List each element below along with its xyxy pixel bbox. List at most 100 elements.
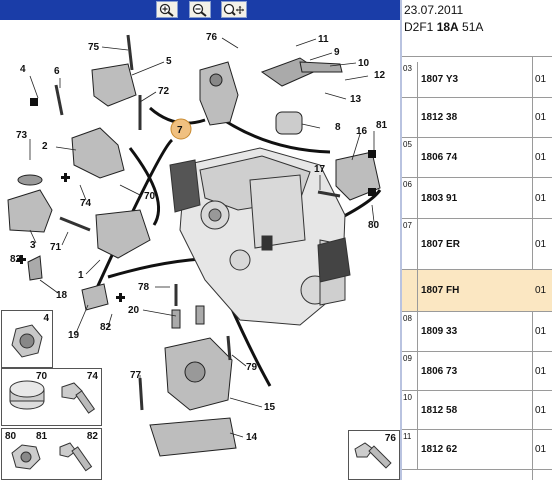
callout: 82 <box>100 322 112 333</box>
nut-bolt-icon <box>11 442 93 472</box>
zoom-pan-icon <box>223 3 244 16</box>
callout: 8 <box>335 122 341 133</box>
row-section-number: 09 <box>402 352 418 390</box>
callout: 81 <box>376 120 388 131</box>
flange-bolt-icon <box>354 442 392 469</box>
row-quantity: 01 <box>535 326 547 337</box>
left-mount-group <box>7 34 151 311</box>
detail-box-nut-bolt[interactable]: 80 81 82 <box>1 428 102 480</box>
code-prefix: D2F1 <box>404 20 434 34</box>
row-quantity: 01 <box>535 112 547 123</box>
row-section-number: 10 <box>402 391 418 429</box>
washer-bolt-icon <box>9 380 96 414</box>
callout: 13 <box>350 94 362 105</box>
row-quantity: 01 <box>535 285 547 296</box>
callout-labels: 75 76 11 9 10 12 13 4 6 5 72 7 8 16 81 7… <box>10 32 388 443</box>
detail-box-bolt[interactable]: 76 <box>348 430 400 480</box>
row-part-reference[interactable]: 1812 62 <box>421 444 458 455</box>
exploded-parts-diagram: 75 76 11 9 10 12 13 4 6 5 72 7 8 16 81 7… <box>0 20 400 480</box>
detail-label: 80 <box>5 431 17 442</box>
callout: 11 <box>318 34 329 45</box>
lower-mount-group <box>138 284 237 457</box>
engine-block <box>169 147 351 326</box>
detail-label: 74 <box>86 371 98 382</box>
callout: 73 <box>16 130 28 141</box>
callout: 15 <box>264 402 276 413</box>
detail-label: 4 <box>43 313 49 324</box>
row-quantity: 01 <box>535 405 547 416</box>
row-section-number <box>402 98 418 137</box>
row-part-reference[interactable]: 1806 74 <box>421 152 458 163</box>
row-quantity: 01 <box>535 193 547 204</box>
row-quantity: 01 <box>535 152 547 163</box>
row-part-reference[interactable]: 1807 Y3 <box>421 74 459 85</box>
row-section-number: 05 <box>402 138 418 177</box>
row-part-reference[interactable]: 1807 ER <box>421 239 460 250</box>
zoom-pan-button[interactable] <box>221 1 247 18</box>
marker-square <box>368 150 376 158</box>
row-section-number: 06 <box>402 178 418 218</box>
callout: 2 <box>42 141 48 152</box>
row-part-reference[interactable]: 1807 FH <box>421 285 460 296</box>
marker-square <box>30 98 38 106</box>
callout: 70 <box>144 191 156 202</box>
upper-engine-mount <box>199 57 343 135</box>
row-section-number: 07 <box>402 219 418 269</box>
row-quantity: 01 <box>535 366 547 377</box>
callout: 12 <box>374 70 386 81</box>
callout: 20 <box>128 305 140 316</box>
zoom-out-icon <box>192 3 207 17</box>
row-part-reference[interactable]: 1803 91 <box>421 193 458 204</box>
row-part-reference[interactable]: 1812 58 <box>421 405 458 416</box>
row-section-number: 11 <box>402 430 418 469</box>
detail-box-nut[interactable]: 4 <box>1 310 53 368</box>
row-quantity: 01 <box>535 239 547 250</box>
row-quantity: 01 <box>535 74 547 85</box>
zoom-in-button[interactable] <box>156 1 178 18</box>
hex-nut-icon <box>11 324 43 358</box>
separator-curve <box>128 147 161 226</box>
detail-label: 82 <box>86 431 98 442</box>
row-part-reference[interactable]: 1812 38 <box>421 112 458 123</box>
callout: 6 <box>54 66 60 77</box>
callout: 14 <box>246 432 258 443</box>
callout: 7 <box>177 125 183 136</box>
row-section-number <box>402 270 418 311</box>
callout: 80 <box>368 220 380 231</box>
callout: 75 <box>88 42 100 53</box>
callout: 4 <box>20 64 26 75</box>
row-quantity: 01 <box>535 444 547 455</box>
marker-plus <box>61 173 70 182</box>
parts-row[interactable]: 1807 FH 01 <box>402 270 552 312</box>
callout: 1 <box>78 270 84 281</box>
marker-square <box>368 188 376 196</box>
qty-column-divider <box>532 56 533 480</box>
callout: 74 <box>80 198 92 209</box>
list-header <box>402 36 552 57</box>
callout: 10 <box>358 58 370 69</box>
marker-plus <box>116 293 125 302</box>
marker-plus <box>17 255 26 264</box>
zoom-out-button[interactable] <box>189 1 211 18</box>
row-section-number: 08 <box>402 312 418 351</box>
code-suffix: 51A <box>462 20 484 34</box>
zoom-in-icon <box>159 3 174 17</box>
row-part-reference[interactable]: 1809 33 <box>421 326 458 337</box>
detail-box-washer-bolt[interactable]: 70 74 <box>1 368 102 426</box>
engine-mount-illustration: 75 76 11 9 10 12 13 4 6 5 72 7 8 16 81 7… <box>7 32 388 457</box>
diagram-toolbar <box>0 0 400 20</box>
callout: 79 <box>246 362 258 373</box>
callout: 18 <box>56 290 68 301</box>
parts-row[interactable]: 1812 38 01 <box>402 98 552 138</box>
callout: 82 <box>10 254 22 265</box>
row-part-reference[interactable]: 1806 73 <box>421 366 458 377</box>
